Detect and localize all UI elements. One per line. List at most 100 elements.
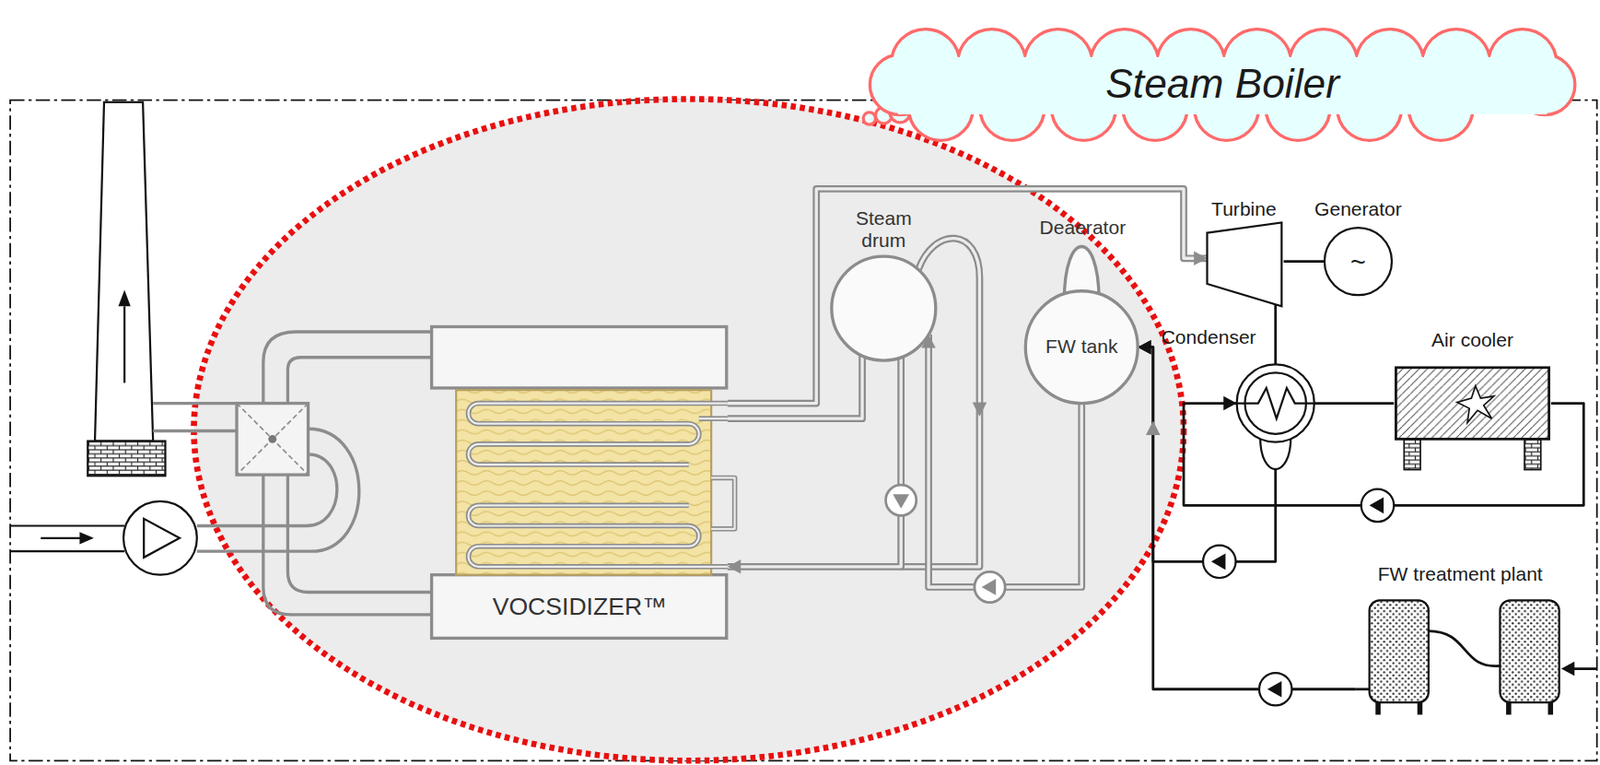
vocsidizer-unit-shape: [432, 326, 727, 387]
pipe-connector: [1284, 260, 1325, 262]
pipe-line: [1314, 401, 1394, 405]
makeup-inlet: [1561, 661, 1598, 677]
node-label: Condenser: [1161, 326, 1317, 349]
pump-symbol: [886, 484, 917, 515]
steam-drum-shape: [831, 256, 936, 361]
arrow-head: [1223, 396, 1237, 411]
chimney: [94, 102, 153, 442]
heat-exchanger: [236, 403, 309, 476]
fw-treatment-plant-shape: [1369, 599, 1429, 702]
pump-symbol: [974, 571, 1005, 602]
pipe-connector: [1314, 402, 1394, 404]
pipe-connector: [1137, 339, 1355, 690]
condenser-shape: [1161, 326, 1317, 485]
boiler-region: [193, 98, 1184, 760]
fw-treatment-plant-shape: [1354, 687, 1370, 690]
heat-exchanger: [287, 357, 432, 404]
arrow-head: [1137, 339, 1151, 355]
pump-symbol: [1259, 672, 1292, 705]
inlet-fan: [123, 501, 198, 575]
inlet-fan: [143, 518, 180, 558]
flow-arrow: [1145, 420, 1161, 435]
inlet-fan: [10, 549, 125, 552]
node-label: VOCSIDIZER™: [432, 592, 728, 621]
fw-treatment-plant: FW treatment plant: [1354, 562, 1565, 716]
vocsidizer-unit-shape: [467, 403, 727, 465]
part-label: Deaerator: [1026, 216, 1139, 239]
node-label: FW tank: [1024, 335, 1139, 358]
inlet-fan: [10, 524, 125, 526]
pipe-connector: [1274, 303, 1276, 364]
inlet-fan: [40, 537, 82, 539]
heat-exchanger: [263, 474, 433, 615]
heat-exchanger: [268, 434, 277, 444]
pipe-line: [727, 355, 863, 419]
turbine: Turbine: [1203, 198, 1284, 309]
pipe-line: [1273, 303, 1277, 364]
makeup-inlet: [1573, 666, 1597, 670]
generator: Generator~: [1308, 198, 1407, 301]
pipe-line: [727, 357, 901, 567]
chimney: [123, 305, 126, 383]
fw-treatment-plant-shape: [1375, 701, 1381, 714]
fw-treatment-plant-shape: [1417, 701, 1424, 714]
air-cooler-shape: [1524, 438, 1542, 469]
fw-treatment-plant-shape: [1354, 562, 1565, 716]
pump-symbol: [1361, 489, 1394, 522]
boiler-region: [193, 98, 1184, 760]
heat-exchanger: [263, 331, 433, 404]
node-label: FW treatment plant: [1354, 562, 1565, 585]
pump-symbol: [1361, 489, 1394, 522]
pump-symbol: [1259, 672, 1292, 705]
vocsidizer-unit: VOCSIDIZER™: [432, 324, 728, 639]
pipe-connector: [727, 188, 1208, 404]
pump-symbol: [892, 493, 910, 509]
pipe-line: [727, 188, 1208, 404]
heat-exchanger: [236, 403, 309, 476]
fw-tank: FW tank: [1024, 290, 1139, 405]
chimney: [87, 102, 237, 476]
pipe-line: [727, 355, 863, 419]
pump-symbol: [886, 484, 917, 515]
fw-treatment-plant-shape: [1499, 599, 1559, 702]
vocsidizer-unit-shape: [711, 477, 735, 528]
fw-treatment-plant-shape: [1548, 701, 1554, 714]
cloud-callout: Steam Boiler: [869, 26, 1577, 141]
heat-exchanger: [287, 474, 432, 592]
arrow-head: [727, 559, 741, 574]
pipe-line: [727, 188, 1208, 404]
makeup-inlet: [1561, 661, 1575, 677]
condenser-shape: [1237, 363, 1315, 442]
flow-arrow: [972, 401, 988, 417]
chimney: [152, 429, 237, 433]
steam-drum: Steam drum: [824, 207, 944, 362]
node-label: ~: [1308, 245, 1407, 278]
pump-symbol: [1369, 496, 1385, 514]
pump-symbol: [1267, 680, 1283, 698]
air-cooler-shape: [1457, 385, 1495, 423]
label-holder: Deaerator: [1026, 216, 1139, 239]
vocsidizer-unit-shape: [467, 403, 727, 465]
vocsidizer-unit-shape: [467, 504, 727, 566]
air-cooler: Air cooler: [1393, 328, 1552, 472]
air-cooler-shape: [1395, 367, 1549, 440]
vocsidizer-unit-shape: [699, 415, 728, 421]
condenser: Condenser: [1161, 326, 1317, 485]
pipe-connector: [727, 355, 863, 419]
fw-treatment-plant-shape: [1428, 630, 1501, 666]
callout-bubbles: [863, 112, 876, 125]
arrow-head: [1137, 339, 1151, 355]
condenser-shape: [1237, 387, 1315, 419]
inlet-fan: [79, 531, 94, 544]
fw-treatment-plant-shape: [1506, 701, 1512, 714]
flow-arrow: [972, 401, 1161, 434]
vocsidizer-unit-shape: [432, 324, 728, 639]
turbine-shape: [1207, 221, 1283, 306]
node-label: Steam drum: [842, 207, 925, 253]
pump-symbol: [981, 578, 997, 596]
heat-exchanger: [236, 403, 309, 476]
vocsidizer-unit-shape: [711, 477, 735, 528]
pipe-line: [727, 357, 901, 567]
air-cooler-shape: [1403, 438, 1421, 469]
node-label: Air cooler: [1393, 328, 1552, 351]
